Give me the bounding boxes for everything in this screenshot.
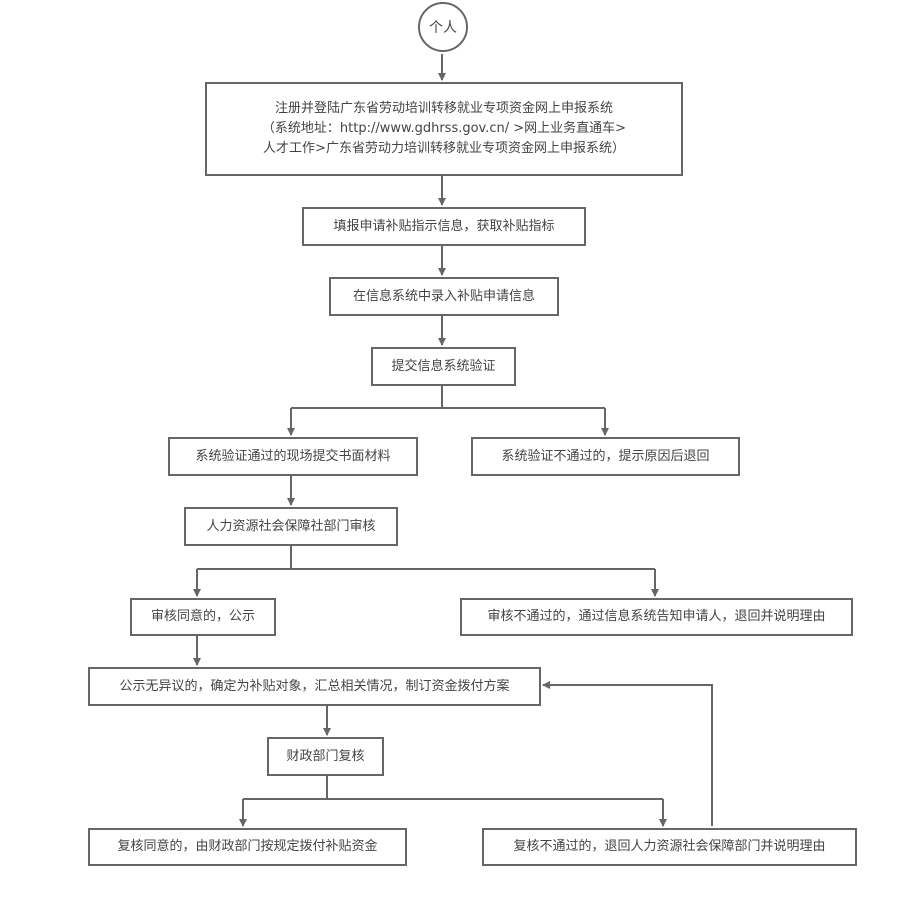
review-fail-label: 审核不通过的，通过信息系统告知申请人，退回并说明理由: [487, 609, 826, 624]
recheck-fail-label: 复核不通过的，退回人力资源社会保障部门并说明理由: [513, 839, 826, 854]
start-node-individual: 个人: [418, 2, 468, 52]
node-verify-pass: 系统验证通过的现场提交书面材料: [168, 437, 418, 476]
branch-submit: [291, 386, 605, 409]
node-recheck-fail: 复核不通过的，退回人力资源社会保障部门并说明理由: [482, 828, 857, 866]
node-hr-review: 人力资源社会保障社部门审核: [184, 507, 398, 546]
start-node-label: 个人: [429, 20, 457, 36]
node-review-fail: 审核不通过的，通过信息系统告知申请人，退回并说明理由: [460, 598, 853, 636]
finance-review-label: 财政部门复核: [286, 748, 365, 764]
node-publicity-plan: 公示无异议的，确定为补贴对象，汇总相关情况，制订资金拨付方案: [88, 667, 541, 706]
node-finance-review: 财政部门复核: [267, 737, 384, 776]
review-pass-label: 审核同意的，公示: [150, 609, 255, 624]
publicity-plan-label: 公示无异议的，确定为补贴对象，汇总相关情况，制订资金拨付方案: [119, 678, 510, 694]
register-line-1: 注册并登陆广东省劳动培训转移就业专项资金网上申报系统: [274, 101, 613, 116]
verify-pass-label: 系统验证通过的现场提交书面材料: [195, 448, 391, 464]
node-fill-indicator: 填报申请补贴指示信息，获取补贴指标: [302, 207, 586, 246]
fill-indicator-label: 填报申请补贴指示信息，获取补贴指标: [333, 218, 555, 234]
register-line-3: 人才工作>广东省劳动力培训转移就业专项资金网上申报系统）: [263, 141, 625, 156]
hr-review-label: 人力资源社会保障社部门审核: [206, 518, 376, 534]
arrow-recheck-fail-back: [542, 681, 713, 826]
branch-finance: [243, 776, 663, 800]
register-line-2: （系统地址：http://www.gdhrss.gov.cn/ >网上业务直通车…: [261, 121, 627, 136]
node-enter-info: 在信息系统中录入补贴申请信息: [329, 277, 559, 316]
node-submit-verify: 提交信息系统验证: [371, 347, 516, 386]
node-register-system: 注册并登陆广东省劳动培训转移就业专项资金网上申报系统 （系统地址：http://…: [205, 82, 683, 176]
node-verify-fail: 系统验证不通过的，提示原因后退回: [471, 437, 740, 476]
enter-info-label: 在信息系统中录入补贴申请信息: [352, 288, 535, 304]
recheck-pass-label: 复核同意的，由财政部门按规定拨付补贴资金: [117, 839, 378, 854]
verify-fail-label: 系统验证不通过的，提示原因后退回: [501, 448, 710, 464]
branch-hr: [197, 546, 655, 570]
submit-verify-label: 提交信息系统验证: [391, 358, 496, 374]
node-review-pass: 审核同意的，公示: [130, 598, 276, 636]
node-recheck-pass: 复核同意的，由财政部门按规定拨付补贴资金: [88, 828, 407, 866]
